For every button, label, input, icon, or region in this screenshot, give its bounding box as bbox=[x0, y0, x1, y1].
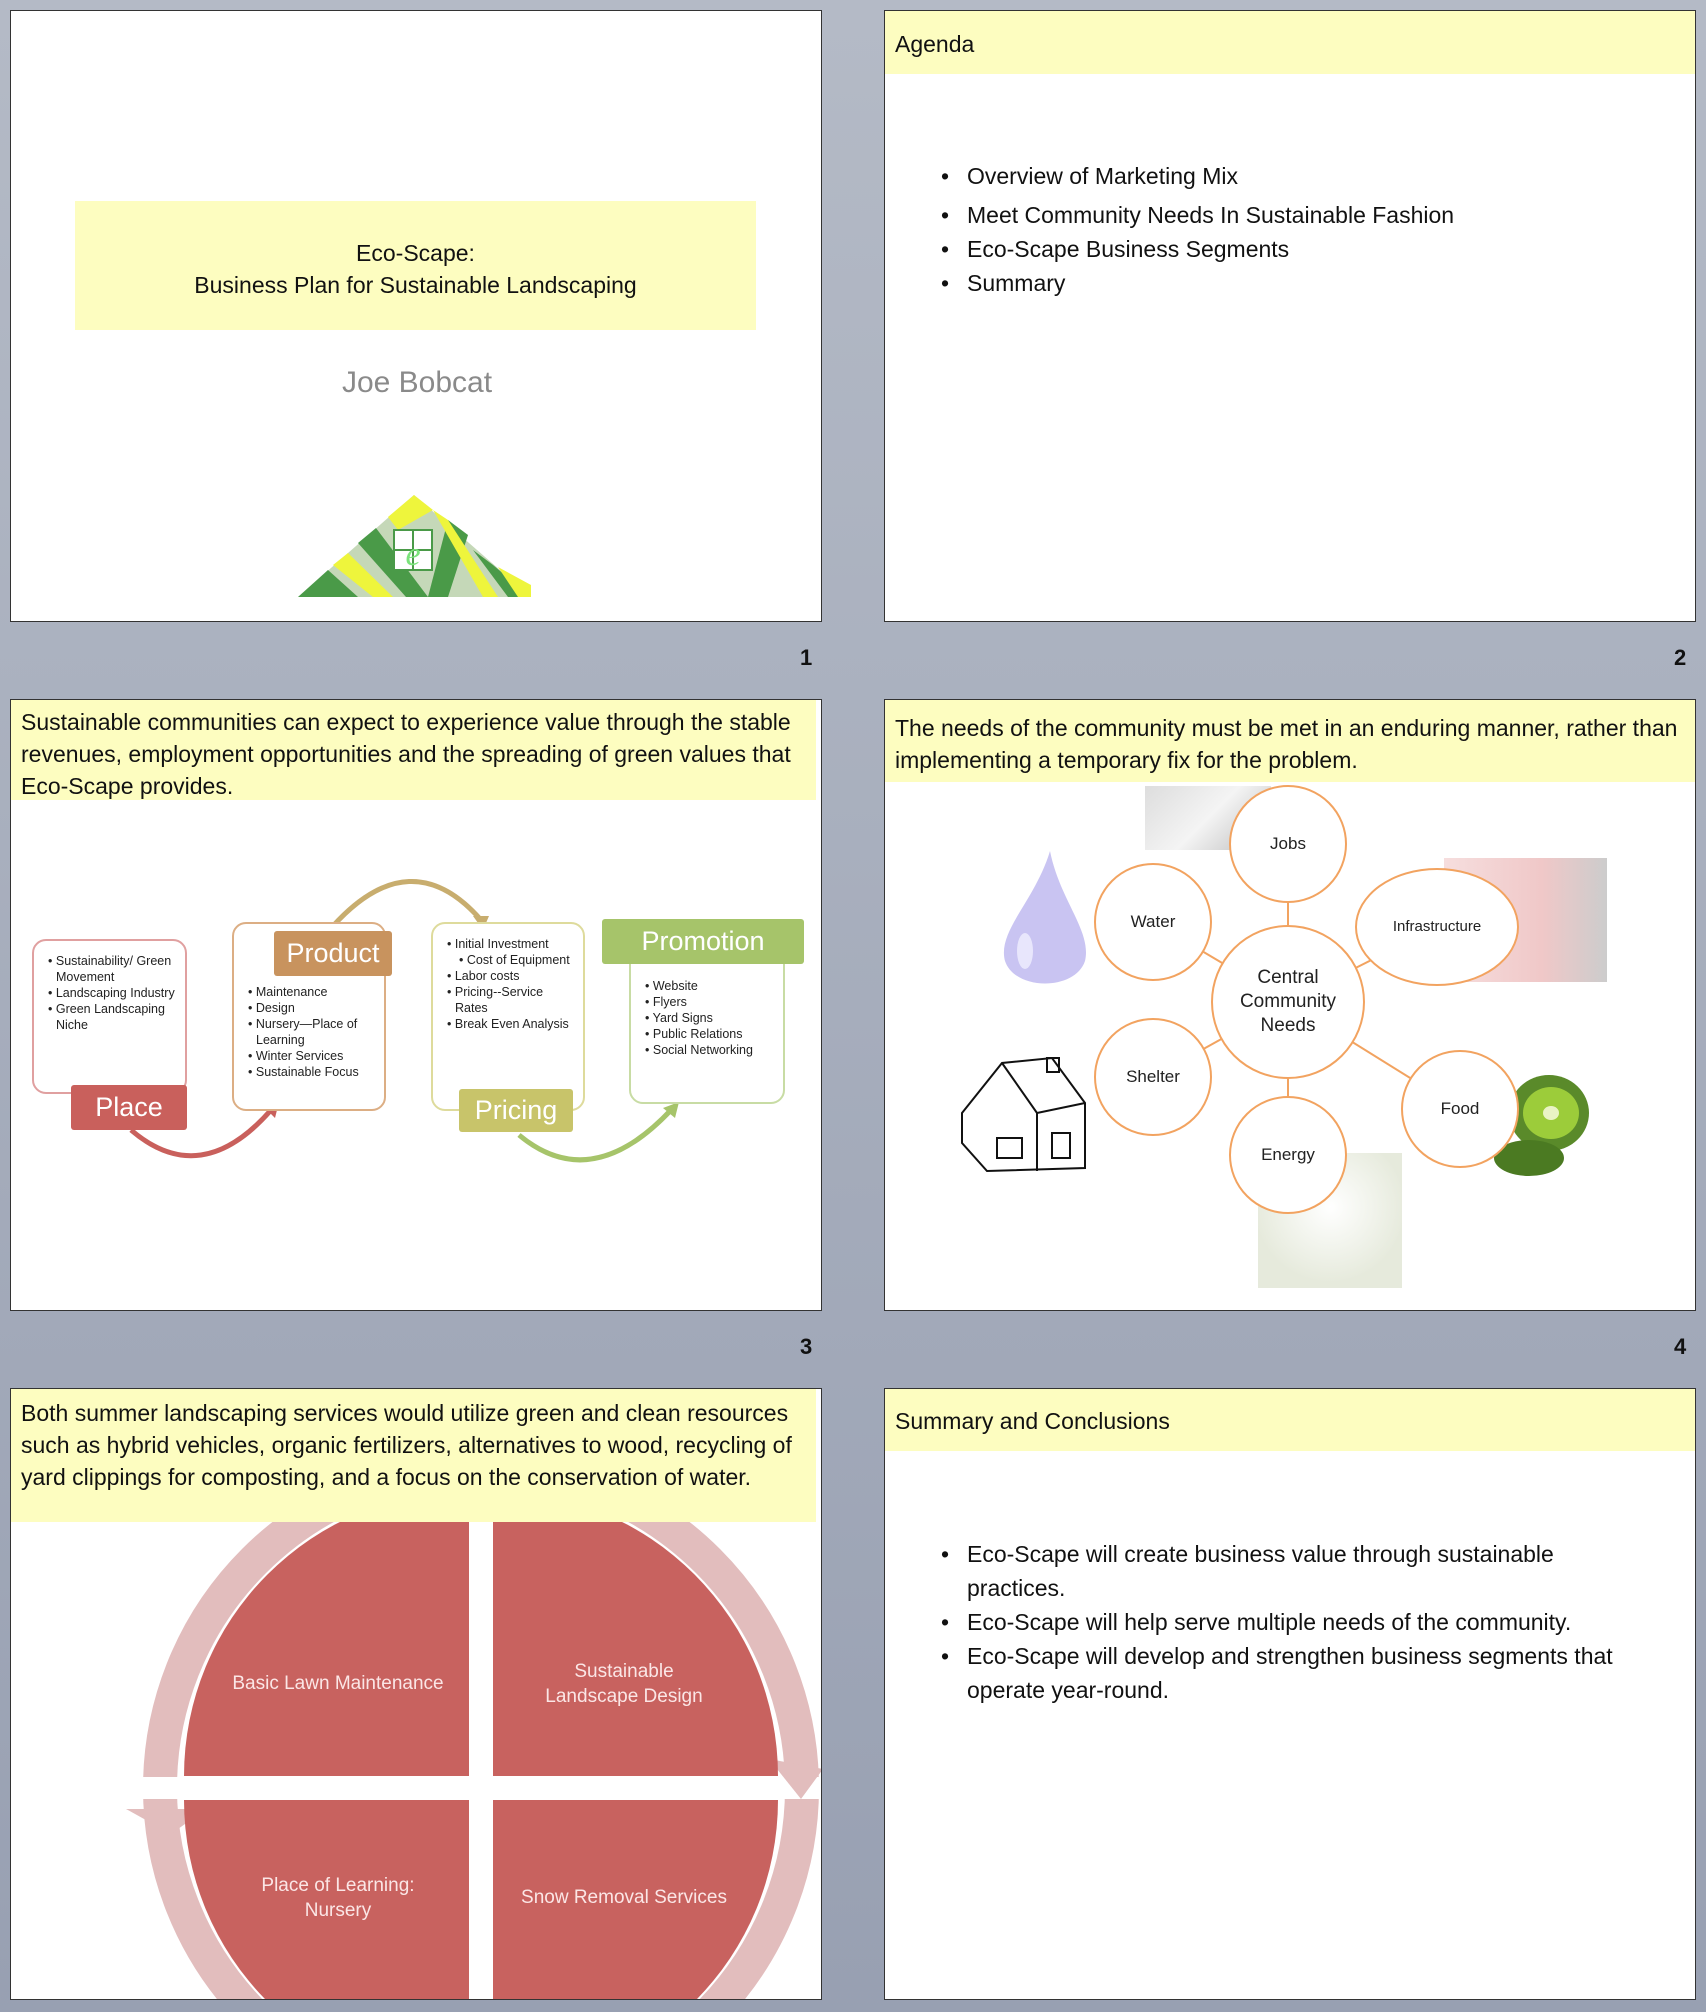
quadrant-snow-removal-services: Snow Removal Services bbox=[521, 1887, 727, 1908]
node-shelter: Shelter bbox=[1094, 1018, 1212, 1136]
kiwi-image bbox=[1494, 1075, 1589, 1176]
product-item: Sustainable Focus bbox=[248, 1064, 376, 1080]
node-energy: Energy bbox=[1229, 1096, 1347, 1214]
promotion-label: Promotion bbox=[602, 919, 804, 964]
pricing-item: Break Even Analysis bbox=[447, 1016, 575, 1032]
agenda-item: Eco-Scape Business Segments bbox=[941, 232, 1454, 266]
product-item: Design bbox=[248, 1000, 376, 1016]
summary-item: Eco-Scape will create business value thr… bbox=[941, 1537, 1641, 1605]
slide-title: The needs of the community must be met i… bbox=[885, 700, 1695, 782]
slide-5-thumbnail[interactable]: Both summer landscaping services would u… bbox=[10, 1388, 822, 2000]
slide-6-thumbnail[interactable]: Summary and Conclusions Eco-Scape will c… bbox=[884, 1388, 1696, 2000]
slide-2-thumbnail[interactable]: Agenda Overview of Marketing Mix Meet Co… bbox=[884, 10, 1696, 622]
product-item: Nursery—Place of Learning bbox=[248, 1016, 376, 1048]
slide-number: 4 bbox=[1674, 1334, 1687, 1359]
summary-item: Eco-Scape will help serve multiple needs… bbox=[941, 1605, 1641, 1639]
agenda-item: Summary bbox=[941, 266, 1454, 300]
eco-scape-logo: e bbox=[298, 495, 531, 597]
title-line-1: Eco-Scape: bbox=[356, 240, 475, 266]
quadrant-basic-lawn-maintenance: Basic Lawn Maintenance bbox=[232, 1673, 444, 1694]
node-water: Water bbox=[1094, 863, 1212, 981]
slide-title: Agenda bbox=[885, 11, 1695, 74]
place-item: Sustainability/ Green Movement bbox=[48, 953, 177, 985]
promotion-item: Flyers bbox=[645, 994, 775, 1010]
place-item: Green Landscaping Niche bbox=[48, 1001, 177, 1033]
slide-3-thumbnail[interactable]: Sustainable communities can expect to ex… bbox=[10, 699, 822, 1311]
slide-number: 3 bbox=[800, 1334, 813, 1359]
place-item: Landscaping Industry bbox=[48, 985, 177, 1001]
water-drop-icon bbox=[1003, 851, 1086, 984]
svg-text:e: e bbox=[405, 536, 420, 573]
product-item: Maintenance bbox=[248, 984, 376, 1000]
promotion-item: Yard Signs bbox=[645, 1010, 775, 1026]
pricing-item: Pricing--Service Rates bbox=[447, 984, 575, 1016]
pricing-box: Initial Investment Cost of Equipment Lab… bbox=[431, 922, 585, 1111]
agenda-item: Meet Community Needs In Sustainable Fash… bbox=[941, 198, 1454, 232]
promotion-item: Public Relations bbox=[645, 1026, 775, 1042]
author: Joe Bobcat bbox=[341, 366, 493, 399]
slide-title: Both summer landscaping services would u… bbox=[11, 1389, 816, 1522]
title-box: Eco-Scape: Business Plan for Sustainable… bbox=[75, 201, 756, 330]
promotion-item: Social Networking bbox=[645, 1042, 775, 1058]
slide-1-thumbnail[interactable]: Eco-Scape: Business Plan for Sustainable… bbox=[10, 10, 822, 622]
pricing-item: Initial Investment bbox=[447, 936, 575, 952]
node-food: Food bbox=[1401, 1050, 1519, 1168]
slide-number: 1 bbox=[800, 645, 813, 670]
slide-title: Sustainable communities can expect to ex… bbox=[11, 700, 816, 800]
agenda-item: Overview of Marketing Mix bbox=[941, 159, 1454, 193]
node-infrastructure: Infrastructure bbox=[1355, 868, 1519, 986]
product-label: Product bbox=[274, 931, 392, 976]
slide-4-thumbnail[interactable]: The needs of the community must be met i… bbox=[884, 699, 1696, 1311]
pricing-label: Pricing bbox=[459, 1089, 573, 1132]
quadrant-place-of-learning: Place of Learning: Nursery bbox=[261, 1875, 415, 1921]
node-jobs: Jobs bbox=[1229, 785, 1347, 903]
place-label: Place bbox=[71, 1085, 187, 1130]
place-box: Sustainability/ Green Movement Landscapi… bbox=[32, 939, 187, 1094]
promotion-item: Website bbox=[645, 978, 775, 994]
product-item: Winter Services bbox=[248, 1048, 376, 1064]
promotion-box: Website Flyers Yard Signs Public Relatio… bbox=[629, 950, 785, 1104]
slide-title: Summary and Conclusions bbox=[885, 1389, 1695, 1451]
summary-item: Eco-Scape will develop and strengthen bu… bbox=[941, 1639, 1641, 1707]
slide-number: 2 bbox=[1674, 645, 1687, 670]
quadrant-sustainable-landscape-design: Sustainable Landscape Design bbox=[545, 1661, 703, 1707]
house-sketch-icon bbox=[961, 1056, 1086, 1173]
pricing-item: Labor costs bbox=[447, 968, 575, 984]
pricing-item: Cost of Equipment bbox=[459, 952, 575, 968]
node-central-community-needs: Central Community Needs bbox=[1211, 925, 1365, 1079]
title-line-2: Business Plan for Sustainable Landscapin… bbox=[194, 272, 637, 298]
